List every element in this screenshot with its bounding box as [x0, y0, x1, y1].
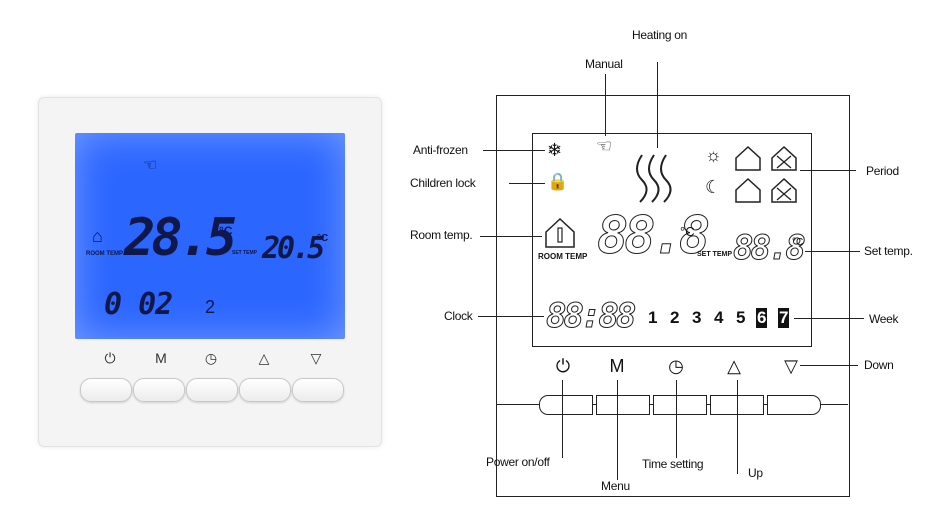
photo-down-button[interactable] — [292, 378, 344, 402]
power-button[interactable] — [539, 395, 593, 415]
leader-down — [800, 365, 858, 366]
label-down: Down — [864, 358, 894, 372]
photo-set-temp-value: 20.5 — [262, 231, 325, 266]
photo-room-temp-label: ROOM TEMP — [86, 251, 123, 257]
photo-clock-value: 0 02 — [104, 287, 173, 322]
week-day-5: 5 — [736, 308, 746, 327]
label-set-temp: Set temp. — [864, 244, 913, 258]
photo-up-button[interactable] — [239, 378, 291, 402]
set-temp-text: SET TEMP — [697, 251, 733, 258]
label-menu: Menu — [601, 479, 630, 493]
leader-heating — [657, 62, 658, 148]
label-clock: Clock — [444, 309, 473, 323]
label-up: Up — [748, 466, 763, 480]
photo-clock-icon: ◷ — [204, 350, 218, 366]
label-period: Period — [866, 164, 899, 178]
week-day-7: 7 — [778, 308, 790, 328]
house-icon: ⌂ — [92, 226, 103, 246]
set-temp-digits: 88.8 — [733, 228, 807, 269]
sun-icon: ☼ — [705, 145, 722, 165]
week-day-1: 1 — [648, 308, 658, 327]
week-day-2: 2 — [670, 308, 680, 327]
room-unit: °C — [680, 224, 695, 239]
week-day-6: 6 — [756, 308, 768, 328]
down-icon: ▽ — [784, 356, 798, 376]
diagram-screen — [532, 133, 812, 347]
week-day-4: 4 — [714, 308, 724, 327]
lcd-backlit-screen — [75, 133, 345, 339]
leader-week — [794, 318, 864, 319]
leader-room-temp — [480, 236, 542, 237]
leader-menu — [617, 380, 618, 480]
photo-set-temp-label: SET TEMP — [232, 250, 258, 256]
leader-anti-frozen — [483, 150, 545, 151]
period-houses-icon — [735, 145, 797, 203]
manual-hand-icon: ☜ — [143, 157, 158, 174]
label-anti-frozen: Anti-frozen — [413, 143, 468, 157]
leader-clock — [478, 316, 544, 317]
leader-children-lock — [509, 183, 545, 184]
label-children-lock: Children lock — [410, 176, 476, 190]
photo-room-temp-value: 28.5 — [124, 208, 237, 268]
leader-up — [737, 380, 738, 474]
room-house-icon — [545, 217, 575, 248]
label-week: Week — [869, 312, 899, 326]
photo-power-button[interactable] — [80, 378, 132, 402]
label-manual: Manual — [585, 57, 623, 71]
leader-set-temp — [805, 251, 860, 252]
down-button[interactable] — [767, 395, 821, 415]
label-room-temp: Room temp. — [410, 228, 473, 242]
photo-menu-icon: M — [155, 350, 167, 366]
label-time-setting: Time setting — [642, 457, 704, 471]
photo-menu-button[interactable] — [133, 378, 185, 402]
leader-period — [800, 170, 856, 171]
photo-time-button[interactable] — [186, 378, 238, 402]
label-power: Power on/off — [486, 455, 550, 469]
set-unit: °C — [792, 237, 804, 248]
leader-manual — [605, 74, 606, 136]
photo-room-temp-unit: °C — [219, 224, 233, 238]
menu-button[interactable] — [596, 395, 650, 415]
up-icon: △ — [727, 356, 741, 376]
hand-icon: ☜ — [596, 136, 613, 156]
snowflake-icon: ❄ — [547, 140, 563, 160]
photo-up-icon: △ — [258, 350, 270, 366]
label-heating-on: Heating on — [632, 28, 688, 42]
moon-icon: ☾ — [705, 177, 722, 197]
power-icon: ⏻ — [555, 356, 571, 376]
room-temp-text: ROOM TEMP — [538, 252, 588, 261]
photo-down-icon: ▽ — [310, 350, 322, 366]
leader-time — [676, 380, 677, 458]
photo-power-icon: ⏻ — [104, 350, 116, 366]
photo-set-temp-unit: °C — [317, 233, 329, 244]
lock-icon: 🔒 — [547, 172, 569, 191]
clock-icon: ◷ — [668, 356, 684, 376]
week-day-3: 3 — [692, 308, 702, 327]
photo-day-value: 2 — [205, 297, 216, 317]
clock-digits: 88:88 — [545, 296, 636, 337]
time-setting-button[interactable] — [653, 395, 707, 415]
leader-power — [562, 380, 563, 458]
heating-waves-icon — [636, 154, 672, 203]
diagram-frame — [496, 95, 850, 497]
room-temp-digits: 88.8 — [596, 206, 710, 267]
menu-icon: M — [609, 356, 625, 376]
